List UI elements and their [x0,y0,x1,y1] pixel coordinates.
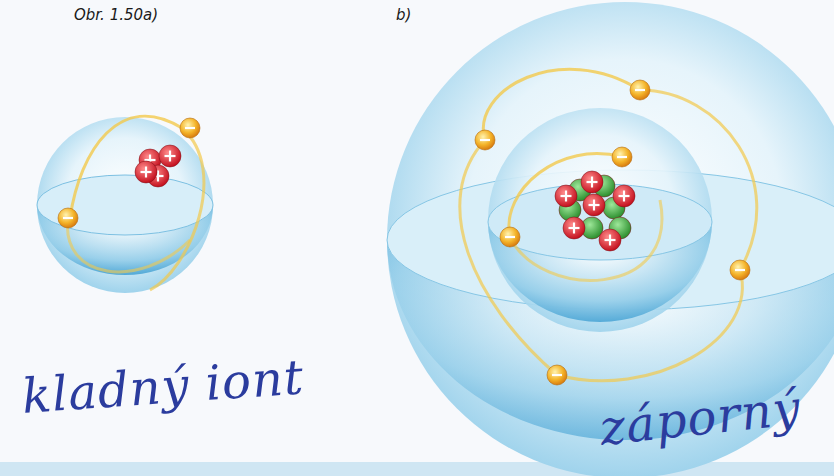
proton [159,145,181,167]
figure-part: b) [396,6,411,24]
proton [583,194,605,216]
proton [599,229,621,251]
proton [613,185,635,207]
electron [500,227,520,247]
electron [612,147,632,167]
electron [730,260,750,280]
electron [475,130,495,150]
electron [58,208,78,228]
electron [180,118,200,138]
proton [563,217,585,239]
proton [581,171,603,193]
proton [555,185,577,207]
electron [547,365,567,385]
figure-number: Obr. 1.50a) [74,6,158,24]
electron [630,80,650,100]
proton [135,161,157,183]
